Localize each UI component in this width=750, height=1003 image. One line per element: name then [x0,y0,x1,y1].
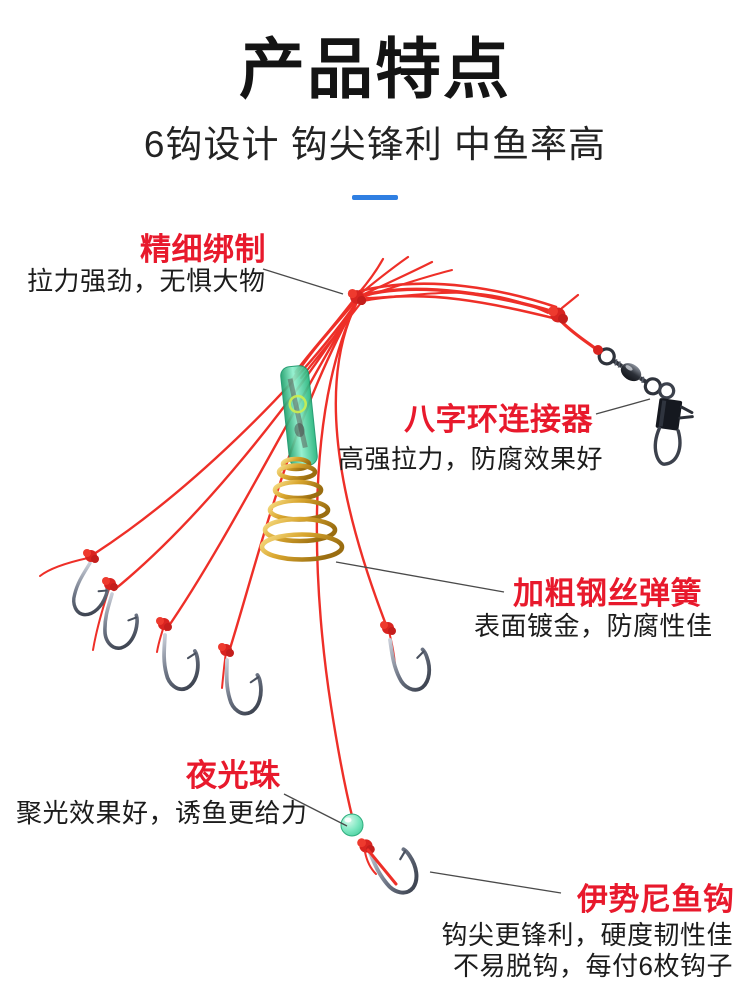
barrel-swivel [597,347,662,396]
page-title-bold: 特点 [375,32,511,106]
page-subtitle: 6钩设计 钩尖锋利 中鱼率高 [143,124,607,165]
hook-6-knot [357,838,398,886]
leader-binding [262,268,344,295]
hook-2 [90,577,148,655]
desc-bead: 聚光效果好，诱鱼更给力 [16,798,308,828]
hook-3 [152,617,206,694]
page-title: 产品特点 [0,36,750,102]
hook-4 [216,643,268,718]
label-binding: 精细绑制 [140,232,266,267]
label-bead: 夜光珠 [186,758,281,793]
hook-line-5 [334,300,390,632]
luminous-bead [340,813,364,837]
label-spring: 加粗钢丝弹簧 [513,576,702,611]
desc-hook-line2: 不易脱钩，每付6枚钩子 [453,951,733,981]
swivel-connector [593,345,694,466]
snap-clip [653,382,694,466]
label-hook: 伊势尼鱼钩 [577,882,735,917]
hook-5 [380,621,432,692]
desc-swivel: 高强拉力，防腐效果好 [338,444,604,474]
accent-divider [352,195,398,200]
hook-6 [366,836,423,901]
leader-hook [429,871,562,894]
bead-line [315,300,359,822]
label-swivel: 八字环连接器 [404,402,593,437]
desc-binding: 拉力强劲，无惧大物 [27,266,266,296]
gold-spring [259,456,345,562]
leader-lines [262,268,651,894]
hook-line-1 [92,300,359,556]
hook-line-3 [164,300,359,632]
leader-swivel [595,398,651,415]
desc-hook-line1: 钩尖更锋利，硬度韧性佳 [441,920,733,950]
page-title-normal: 产品 [239,32,375,106]
secondary-knot [548,306,568,324]
swivel-tie-knot [593,345,603,355]
desc-spring: 表面镀金，防腐性佳 [474,611,713,641]
leader-spring [335,561,505,593]
leader-bead [283,793,348,827]
